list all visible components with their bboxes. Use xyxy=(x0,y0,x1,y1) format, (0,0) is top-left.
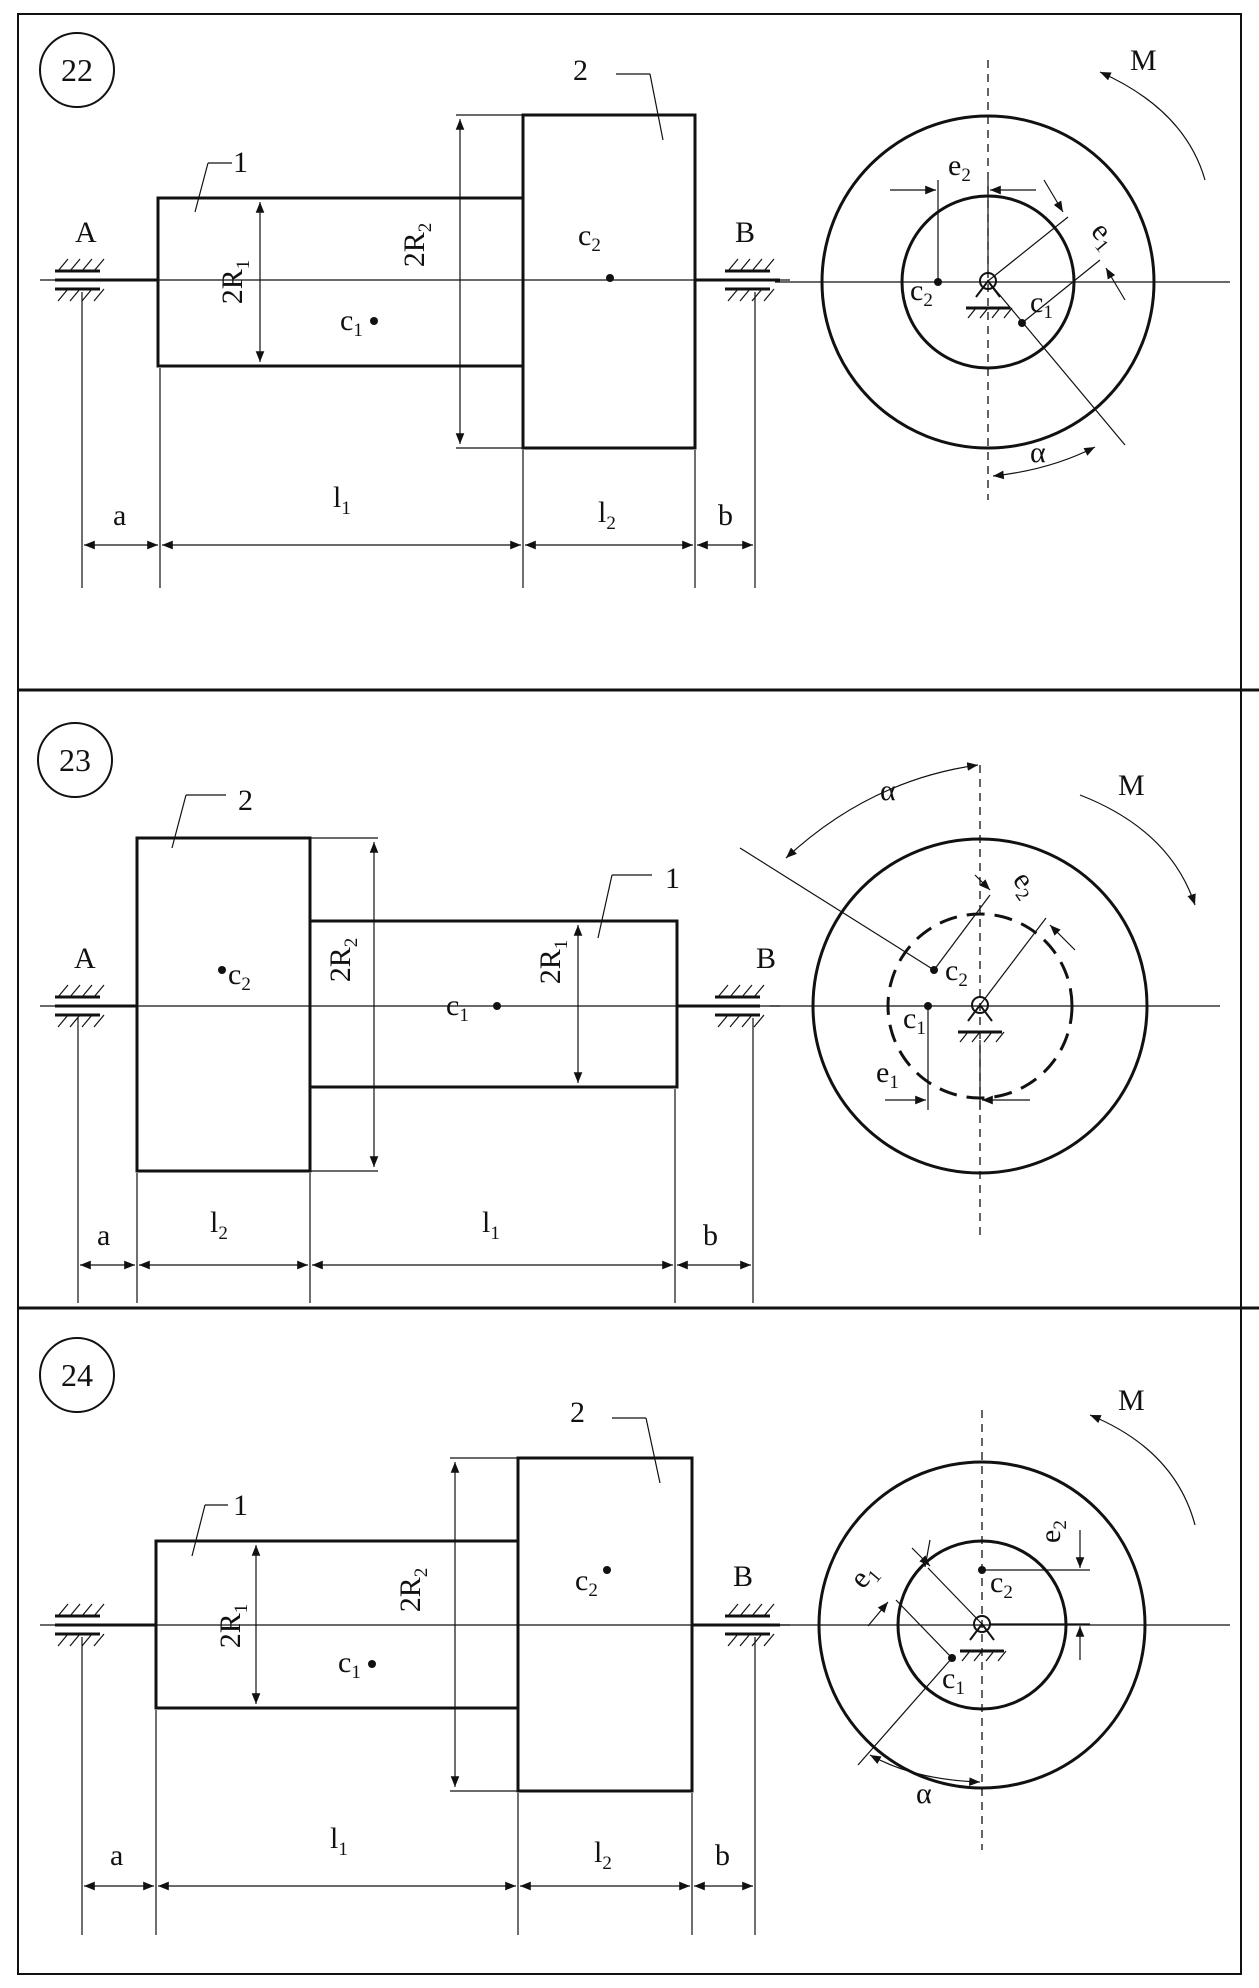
bearing-b xyxy=(715,984,765,1028)
center-c1-label: c1 xyxy=(338,1646,361,1683)
svg-text:c1: c1 xyxy=(903,1002,926,1039)
bearing-b xyxy=(725,1603,775,1647)
panel-number: 23 xyxy=(59,742,91,778)
diameter-2-label: 2R2 xyxy=(324,938,362,983)
center-c1 xyxy=(370,317,378,325)
diameter-1-label: 2R1 xyxy=(216,260,254,305)
svg-text:c1: c1 xyxy=(1030,286,1053,323)
dim-l1-label: l1 xyxy=(482,1206,500,1244)
svg-text:c2: c2 xyxy=(990,1566,1013,1603)
part-1-label: 1 xyxy=(665,862,680,895)
cylinder-2 xyxy=(521,113,697,450)
panel-number: 22 xyxy=(61,52,93,88)
dim-b-label: b xyxy=(718,499,733,532)
diameter-1-label: 2R1 xyxy=(534,940,572,985)
dim-b-label: b xyxy=(715,1839,730,1872)
center-c2-label: c2 xyxy=(575,1564,598,1601)
svg-text:e1: e1 xyxy=(843,1556,886,1597)
panel-number-circle xyxy=(39,1337,115,1413)
panel-number: 24 xyxy=(61,1357,93,1393)
side-view-outer-disk xyxy=(820,114,1156,450)
support-b-label: B xyxy=(733,1560,753,1593)
part-2-label: 2 xyxy=(573,54,588,87)
center-c1 xyxy=(368,1660,376,1668)
dim-l2-label: l2 xyxy=(210,1206,228,1244)
center-c2 xyxy=(218,966,226,974)
bearing-a xyxy=(55,984,105,1028)
dim-b-label: b xyxy=(703,1219,718,1252)
side-view-inner-disk xyxy=(896,1539,1068,1711)
svg-text:c1: c1 xyxy=(942,1662,965,1699)
panel-number-circle xyxy=(37,722,113,798)
center-c2 xyxy=(606,274,614,282)
part-1-label: 1 xyxy=(233,1489,248,1522)
support-b-label: B xyxy=(756,942,776,975)
bearing-a xyxy=(55,258,105,302)
part-1-label: 1 xyxy=(233,146,248,179)
dim-a-label: a xyxy=(113,499,126,532)
center-c2-label: c2 xyxy=(578,219,601,256)
side-view-outer-disk xyxy=(811,837,1149,1175)
panel-23: 23 A B 2 1 2R2 2R1 c2 c1 xyxy=(37,722,1220,1303)
angle-alpha-label: α xyxy=(880,774,896,807)
bearing-a xyxy=(55,1603,105,1647)
part-2-label: 2 xyxy=(238,784,253,817)
svg-text:e2: e2 xyxy=(1034,1520,1071,1543)
cylinder-1 xyxy=(308,919,679,1089)
cylinder-2 xyxy=(135,836,312,1173)
svg-text:e1: e1 xyxy=(876,1056,899,1093)
dim-l2-label: l2 xyxy=(594,1836,612,1874)
cylinder-1 xyxy=(156,196,525,368)
diameter-1-label: 2R1 xyxy=(214,1604,252,1649)
support-a-label: A xyxy=(75,216,97,249)
bearing-b xyxy=(725,258,775,302)
diameter-2-label: 2R2 xyxy=(394,1568,432,1613)
angle-alpha-label: α xyxy=(916,1777,932,1810)
svg-text:c2: c2 xyxy=(945,954,968,991)
svg-text:c2: c2 xyxy=(910,274,933,311)
cylinder-2 xyxy=(516,1456,694,1793)
dim-l1-label: l1 xyxy=(333,481,351,519)
sheet-frame xyxy=(17,13,1242,1975)
dim-l1-label: l1 xyxy=(330,1822,348,1860)
svg-text:e2: e2 xyxy=(1003,865,1046,905)
dim-a-label: a xyxy=(97,1219,110,1252)
center-c1 xyxy=(493,1002,501,1010)
moment-label: M xyxy=(1118,1384,1145,1417)
center-c2 xyxy=(603,1566,611,1574)
moment-label: M xyxy=(1130,44,1157,77)
moment-label: M xyxy=(1118,769,1145,802)
support-a-label: A xyxy=(74,942,96,975)
support-b-label: B xyxy=(735,216,755,249)
svg-text:e1: e1 xyxy=(1082,215,1125,256)
svg-text:e2: e2 xyxy=(948,149,971,186)
panel-number-circle xyxy=(39,32,115,108)
center-c2-label: c2 xyxy=(228,958,251,995)
side-view-outer-disk xyxy=(817,1460,1147,1790)
dim-l2-label: l2 xyxy=(598,496,616,534)
dim-a-label: a xyxy=(110,1839,123,1872)
angle-alpha-label: α xyxy=(1030,436,1046,469)
center-c1-label: c1 xyxy=(340,304,363,341)
panel-22: 22 A B 1 2 2R1 xyxy=(39,32,1230,588)
center-c1-label: c1 xyxy=(446,989,469,1026)
diameter-2-label: 2R2 xyxy=(398,223,436,268)
part-2-label: 2 xyxy=(570,1396,585,1429)
panel-24: 24 B 1 2 2R1 2R2 c1 c2 xyxy=(39,1337,1230,1935)
